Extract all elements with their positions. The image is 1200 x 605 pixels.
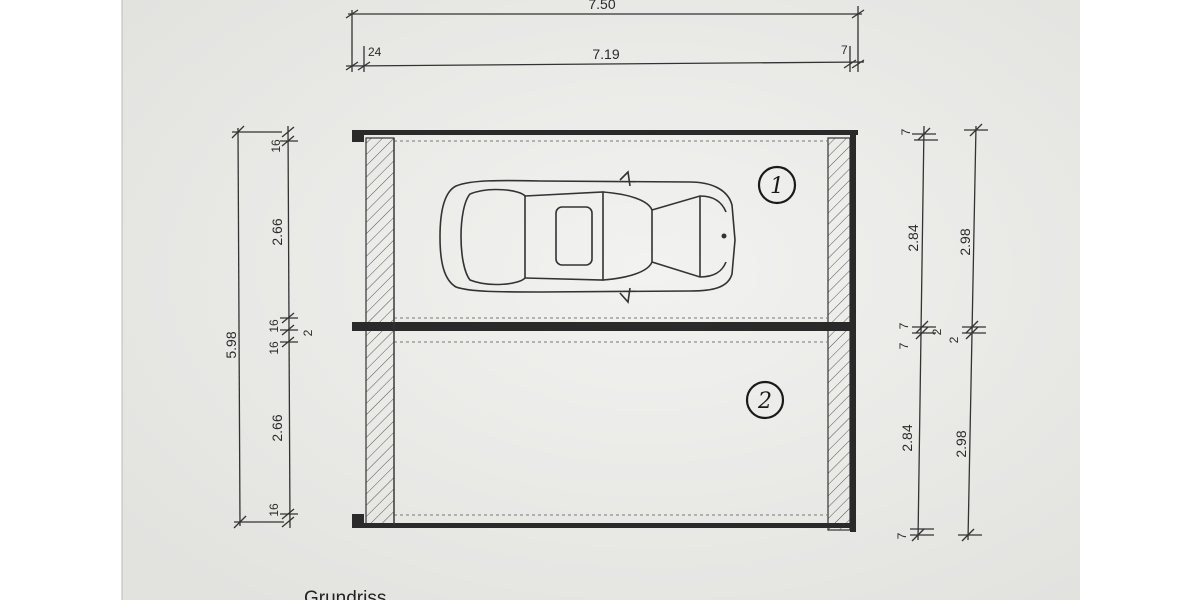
dim-left-mid-b: 16: [267, 341, 281, 355]
right-wall-hatch: [827, 137, 851, 531]
left-dimension-chain: 16 2.66 16 16 2 2.66 16: [267, 125, 315, 529]
right-outer-wall: [850, 132, 856, 532]
dim-outer-mid-a: 2: [930, 328, 944, 335]
dim-outer-mid-b: 2: [947, 336, 961, 343]
top-dimension-overall: 7.50: [345, 0, 865, 72]
paper-sheet: [122, 0, 1080, 600]
dim-clear-width: 7.19: [592, 46, 619, 62]
space-number-1: 1: [770, 174, 784, 199]
dim-left-mid-a: 16: [267, 319, 281, 333]
car-emblem: [721, 233, 727, 239]
right-dimension-inner: 7 2.84 7 7 2.84 7: [895, 125, 938, 542]
dim-right-upper: 2.84: [905, 224, 921, 251]
space-marker-1: 1: [757, 165, 797, 205]
space-marker-2: 2: [745, 380, 785, 420]
dim-right-mid-a: 7: [897, 322, 911, 329]
dim-overall-width: 7.50: [588, 0, 615, 12]
dim-right-mid-b: 7: [897, 342, 911, 349]
dim-right-bottom: 7: [895, 532, 909, 539]
dim-left-wall: 24: [368, 45, 382, 59]
middle-divider: [352, 322, 852, 331]
dim-right-top: 7: [899, 128, 913, 135]
car-top-view: [439, 170, 736, 304]
top-wall: [352, 130, 858, 135]
drawing-caption: Grundriss: [304, 588, 386, 600]
garage-structure: [352, 130, 858, 532]
dim-left-mid-c: 2: [301, 329, 315, 336]
space-number-2: 2: [757, 389, 772, 414]
bottom-wall: [352, 523, 854, 528]
right-dimension-outer: 2.98 2 2 2.98: [930, 123, 988, 542]
dim-left-lower: 2.66: [269, 414, 285, 441]
wall-stub-top: [352, 130, 364, 142]
car-sunroof: [555, 206, 593, 266]
dim-outer-upper: 2.98: [957, 228, 973, 255]
dim-left-top: 16: [269, 139, 283, 153]
left-dimension-overall: 5.98: [223, 125, 284, 529]
dim-left-bottom: 16: [267, 503, 281, 517]
dim-outer-lower: 2.98: [953, 430, 969, 457]
dim-right-lower: 2.84: [899, 424, 915, 451]
left-wall-hatch: [365, 137, 395, 527]
wall-stub-bottom: [352, 514, 364, 528]
dim-right-wall: 7: [841, 43, 848, 57]
dim-left-upper: 2.66: [269, 218, 285, 245]
dim-overall-depth: 5.98: [223, 331, 239, 358]
top-dimension-chain: 24 7.19 7: [345, 43, 865, 72]
